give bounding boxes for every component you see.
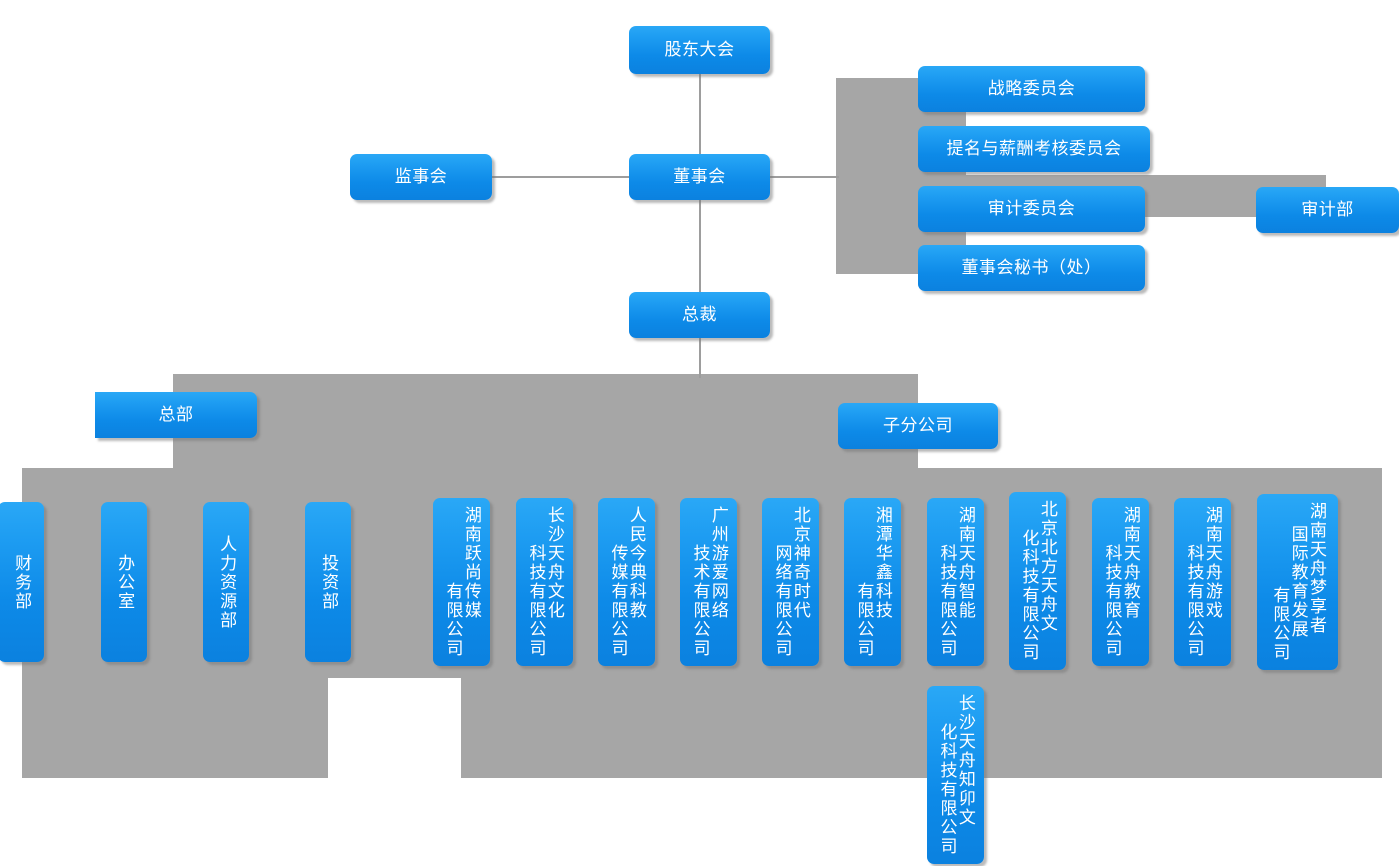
unit-label-col-0: 投资部 [318,553,339,611]
unit-label-col-1: 科技有限公司 [936,544,957,658]
unit-label-col-2: 有限公司 [1269,586,1290,662]
unit-general-office[interactable]: 办公室 [101,502,147,662]
unit-label-col-0: 湖南天舟游戏 [1201,506,1222,620]
box-board-of-directors[interactable]: 董事会 [629,154,770,200]
vertical-text-wrap: 广州游爱网络 技术有限公司 [683,506,734,658]
division-band-gray [173,374,918,468]
unit-label-col-0: 湖南天舟教育 [1119,506,1140,620]
vertical-text-wrap: 人民今典科教 传媒有限公司 [601,506,652,658]
unit-label-col-1: 科技有限公司 [1183,544,1204,658]
unit-label-col-1: 传媒有限公司 [607,544,628,658]
unit-finance-department[interactable]: 财务部 [0,502,44,662]
unit-label-col-0: 湖南天舟梦享者 [1306,502,1327,635]
unit-label-col-0: 人民今典科教 [625,506,646,620]
line-president-to-divisions [699,338,701,378]
unit-hunan-tianzhou-education-tech[interactable]: 湖南天舟教育 科技有限公司 [1092,498,1149,666]
vertical-text-wrap: 财务部 [1,510,41,654]
box-committee-nomination-compensation[interactable]: 提名与薪酬考核委员会 [918,126,1150,172]
vertical-text-wrap: 投资部 [308,510,348,654]
unit-beijing-beifang-tianzhou-culture-tech[interactable]: 北京北方天舟文 化科技有限公司 [1009,492,1066,670]
unit-beijing-shenqi-shidai-network[interactable]: 北京神奇时代 网络有限公司 [762,498,819,666]
unit-label-col-1: 技术有限公司 [689,544,710,658]
vertical-text-wrap: 湖南天舟智能 科技有限公司 [930,506,981,658]
unit-label-col-0: 广州游爱网络 [707,506,728,620]
unit-hunan-yueshang-media[interactable]: 湖南跃尚传媒 有限公司 [433,498,490,666]
unit-label-col-1: 有限公司 [853,582,874,658]
line-board-to-president [699,200,701,292]
unit-label-col-1: 科技有限公司 [1101,544,1122,658]
line-supervisory-to-board [492,176,630,178]
box-shareholders-meeting[interactable]: 股东大会 [629,26,770,74]
vertical-text-wrap: 办公室 [104,510,144,654]
unit-label-col-1: 网络有限公司 [771,544,792,658]
unit-label-col-0: 北京神奇时代 [789,506,810,620]
vertical-text-wrap: 北京北方天舟文 化科技有限公司 [1012,500,1063,662]
line-board-to-committees [769,176,839,178]
unit-label-col-0: 北京北方天舟文 [1036,500,1057,633]
box-subsidiaries[interactable]: 子分公司 [838,403,998,449]
unit-label-col-1: 化科技有限公司 [936,723,957,856]
box-committee-strategy[interactable]: 战略委员会 [918,66,1145,112]
box-president[interactable]: 总裁 [629,292,770,338]
unit-investment-department[interactable]: 投资部 [305,502,351,662]
vertical-text-wrap: 长沙天舟知卯文 化科技有限公司 [930,694,981,856]
box-board-secretary-office[interactable]: 董事会秘书（处） [918,245,1145,291]
unit-human-resources-department[interactable]: 人力资源部 [203,502,249,662]
vertical-text-wrap: 湖南天舟梦享者 国际教育发展 有限公司 [1260,502,1335,662]
box-audit-department[interactable]: 审计部 [1256,187,1399,233]
vertical-text-wrap: 湖南天舟游戏 科技有限公司 [1177,506,1228,658]
unit-label-col-0: 湖南跃尚传媒 [460,506,481,620]
unit-label-col-0: 湖南天舟智能 [954,506,975,620]
units-band-notch [328,678,461,778]
box-supervisory-board[interactable]: 监事会 [350,154,492,200]
vertical-text-wrap: 湖南天舟教育 科技有限公司 [1095,506,1146,658]
unit-guangzhou-youai-network-tech[interactable]: 广州游爱网络 技术有限公司 [680,498,737,666]
unit-hunan-tianzhou-mengxiangzhe-intl-education[interactable]: 湖南天舟梦享者 国际教育发展 有限公司 [1257,494,1338,670]
vertical-text-wrap: 湖南跃尚传媒 有限公司 [436,506,487,658]
unit-label-col-0: 长沙天舟知卯文 [954,694,975,827]
unit-xiangtan-huaxin-tech[interactable]: 湘潭华鑫科技 有限公司 [844,498,901,666]
unit-changsha-tianzhou-culture-tech[interactable]: 长沙天舟文化 科技有限公司 [516,498,573,666]
vertical-text-wrap: 长沙天舟文化 科技有限公司 [519,506,570,658]
unit-label-col-0: 人力资源部 [216,534,237,630]
vertical-text-wrap: 湘潭华鑫科技 有限公司 [847,506,898,658]
unit-label-col-0: 湘潭华鑫科技 [871,506,892,620]
unit-label-col-0: 财务部 [11,553,32,611]
unit-hunan-tianzhou-intelligent-tech[interactable]: 湖南天舟智能 科技有限公司 [927,498,984,666]
unit-changsha-tianzhou-zhimao-culture-tech[interactable]: 长沙天舟知卯文 化科技有限公司 [927,686,984,864]
vertical-text-wrap: 北京神奇时代 网络有限公司 [765,506,816,658]
box-committee-audit[interactable]: 审计委员会 [918,186,1145,232]
unit-label-col-1: 科技有限公司 [525,544,546,658]
vertical-text-wrap: 人力资源部 [206,510,246,654]
line-shareholders-to-board [699,74,701,154]
unit-label-col-0: 长沙天舟文化 [543,506,564,620]
unit-label-col-1: 化科技有限公司 [1018,529,1039,662]
unit-label-col-1: 有限公司 [442,582,463,658]
unit-hunan-tianzhou-game-tech[interactable]: 湖南天舟游戏 科技有限公司 [1174,498,1231,666]
unit-label-col-1: 国际教育发展 [1287,525,1308,639]
unit-label-col-0: 办公室 [114,553,135,611]
unit-renmin-jindian-edu-media[interactable]: 人民今典科教 传媒有限公司 [598,498,655,666]
box-headquarters[interactable]: 总部 [95,392,257,438]
